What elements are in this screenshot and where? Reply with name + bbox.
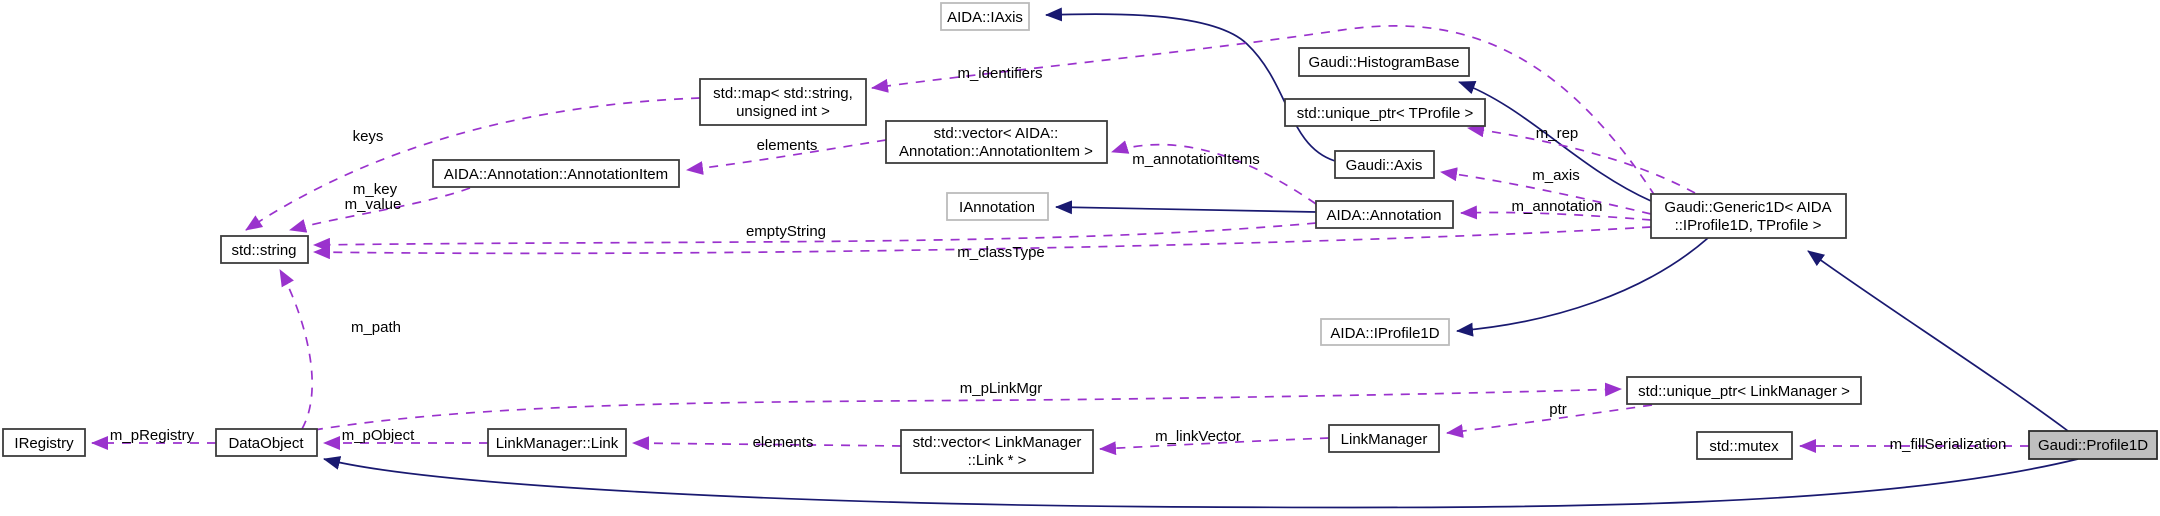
edge-label-m-annotationitems: m_annotationItems [1132, 151, 1260, 168]
node-iannotation-label: IAnnotation [959, 199, 1035, 216]
node-gaudi-axis: Gaudi::Axis [1334, 150, 1435, 179]
node-std-vector-annotationitem-label-line2: Annotation::AnnotationItem > [899, 143, 1093, 160]
node-gaudi-profile1d-label: Gaudi::Profile1D [2038, 437, 2148, 454]
edge-label-m-value: m_value [345, 196, 402, 213]
edge-ptr [1446, 404, 1653, 438]
node-std-map: std::map< std::string, unsigned int > [699, 78, 867, 126]
node-gaudi-histogrambase-label: Gaudi::HistogramBase [1309, 54, 1460, 71]
edge-label-m-identifiers: m_identifiers [957, 65, 1042, 82]
node-gaudi-generic1d: Gaudi::Generic1D< AIDA ::IProfile1D, TPr… [1650, 193, 1847, 239]
edge-label-m-key: m_key [353, 181, 398, 198]
node-std-map-label-line2: unsigned int > [736, 103, 830, 120]
edge-label-elements-bottom: elements [753, 434, 814, 451]
node-std-string: std::string [220, 235, 309, 264]
edge-label-m-axis: m_axis [1532, 167, 1580, 184]
node-linkmanager: LinkManager [1328, 424, 1440, 453]
node-std-unique-ptr-tprofile: std::unique_ptr< TProfile > [1284, 98, 1486, 127]
edge-emptystring [313, 222, 1317, 252]
edge-m-annotationitems [1111, 140, 1317, 205]
node-iregistry-label: IRegistry [14, 435, 74, 452]
edge-m-rep [1467, 123, 1696, 194]
node-aida-annotation-label: AIDA::Annotation [1326, 207, 1441, 224]
node-aida-annotation: AIDA::Annotation [1315, 200, 1454, 229]
node-gaudi-generic1d-label-line2: ::IProfile1D, TProfile > [1675, 217, 1822, 234]
edge-m-key-m-value [289, 187, 471, 233]
node-aida-iaxis: AIDA::IAxis [940, 2, 1030, 31]
node-std-vector-link-label-line2: ::Link * > [968, 452, 1027, 469]
edge-inherit-profile1d-to-generic1d [1807, 250, 2069, 432]
edge-label-m-classtype: m_classType [957, 244, 1045, 261]
edge-m-identifiers [871, 25, 1656, 197]
edge-inherit-generic1d-to-histogrambase [1458, 80, 1652, 202]
node-std-mutex: std::mutex [1696, 431, 1793, 460]
node-std-vector-link: std::vector< LinkManager ::Link * > [900, 429, 1094, 474]
edge-label-m-linkvector: m_linkVector [1155, 428, 1241, 445]
edge-m-annotation [1460, 205, 1652, 221]
node-std-unique-ptr-tprofile-label: std::unique_ptr< TProfile > [1297, 105, 1474, 122]
node-std-unique-ptr-linkmanager: std::unique_ptr< LinkManager > [1626, 376, 1862, 405]
edge-label-m-pobject: m_pObject [342, 427, 415, 444]
edge-label-m-annotation: m_annotation [1512, 198, 1603, 215]
node-linkmanager-label: LinkManager [1341, 431, 1428, 448]
edge-inherit-gaudiaxis-to-iaxis [1045, 7, 1336, 162]
node-iregistry: IRegistry [2, 428, 86, 457]
node-std-string-label: std::string [231, 242, 296, 259]
node-std-vector-link-label-line1: std::vector< LinkManager [913, 434, 1082, 451]
node-linkmanager-link-label: LinkManager::Link [496, 435, 619, 452]
node-std-vector-annotationitem: std::vector< AIDA:: Annotation::Annotati… [885, 120, 1108, 164]
node-dataobject: DataObject [215, 428, 318, 457]
edge-label-m-rep: m_rep [1536, 125, 1579, 142]
node-std-vector-annotationitem-label-line1: std::vector< AIDA:: [934, 125, 1059, 142]
edge-elements-annotationitems [686, 139, 887, 175]
edge-label-m-pregistry: m_pRegistry [110, 427, 195, 444]
node-std-unique-ptr-linkmanager-label: std::unique_ptr< LinkManager > [1638, 383, 1850, 400]
node-aida-annotationitem-label: AIDA::Annotation::AnnotationItem [444, 166, 668, 183]
edge-label-m-path: m_path [351, 319, 401, 336]
edge-label-ptr: ptr [1549, 401, 1567, 418]
edge-keys [245, 97, 701, 231]
node-aida-iprofile1d-label: AIDA::IProfile1D [1330, 325, 1439, 342]
node-gaudi-axis-label: Gaudi::Axis [1346, 157, 1423, 174]
edge-label-emptystring: emptyString [746, 223, 826, 240]
node-gaudi-histogrambase: Gaudi::HistogramBase [1298, 47, 1470, 77]
node-aida-annotationitem: AIDA::Annotation::AnnotationItem [432, 159, 680, 188]
edge-inherit-profile1d-to-dataobject [323, 456, 2079, 509]
edge-label-m-fillserialization: m_fillSerialization [1890, 436, 2007, 453]
node-aida-iaxis-label: AIDA::IAxis [947, 9, 1023, 26]
edge-label-elements-top: elements [757, 137, 818, 154]
node-gaudi-generic1d-label-line1: Gaudi::Generic1D< AIDA [1664, 199, 1831, 216]
edge-m-classtype [313, 226, 1652, 260]
node-gaudi-profile1d-focus: Gaudi::Profile1D [2028, 430, 2158, 460]
edge-label-keys: keys [353, 128, 384, 145]
node-dataobject-label: DataObject [228, 435, 304, 452]
edge-inherit-annotation-to-iannotation [1055, 200, 1317, 215]
node-aida-iprofile1d: AIDA::IProfile1D [1320, 318, 1450, 346]
node-std-mutex-label: std::mutex [1709, 438, 1779, 455]
edge-m-axis [1440, 167, 1652, 215]
edge-inherit-generic1d-to-iprofile1d [1456, 237, 1709, 337]
edge-label-m-plinkmgr: m_pLinkMgr [960, 380, 1043, 397]
node-iannotation: IAnnotation [946, 192, 1049, 221]
edge-m-path [279, 269, 314, 430]
node-std-map-label-line1: std::map< std::string, [713, 85, 853, 102]
node-linkmanager-link: LinkManager::Link [487, 428, 627, 457]
